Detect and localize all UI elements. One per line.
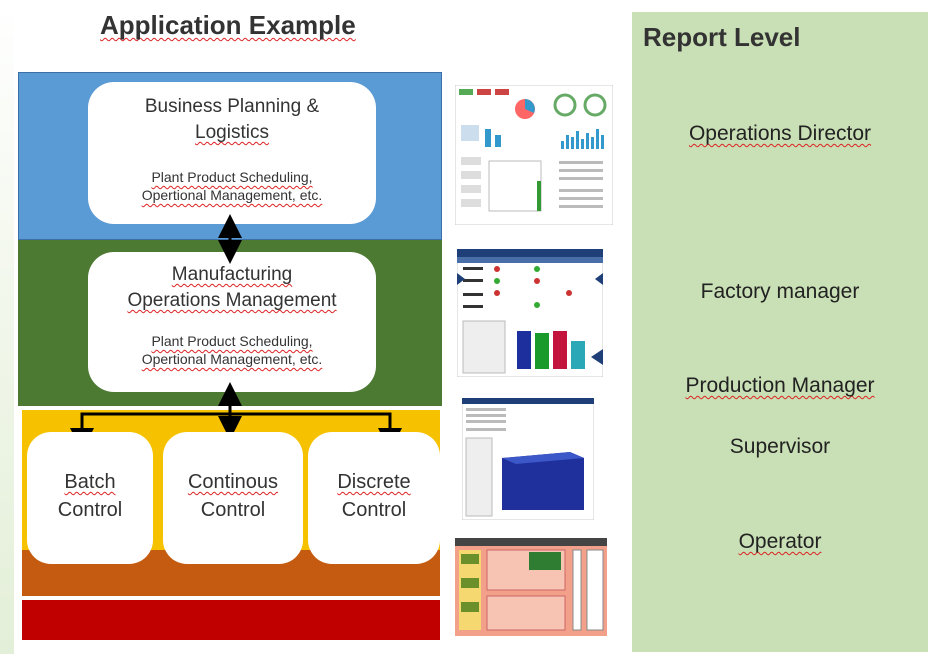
role-operator: Operator (632, 530, 928, 554)
role-label: Operator (738, 530, 822, 553)
control-label: Batch (64, 471, 116, 493)
card-heading: Manufacturing (171, 264, 293, 285)
role-operations-director: Operations Director (632, 122, 928, 146)
dashboard-thumbnail-1 (455, 85, 613, 225)
business-planning-card: Business Planning & Logistics Plant Prod… (88, 82, 376, 224)
role-label: Production Manager (685, 374, 875, 397)
continous-control-card: Continous Control (163, 432, 303, 564)
page-title: Application Example (100, 10, 356, 40)
card-heading: Operations Management (127, 290, 337, 311)
control-label: Control (341, 499, 407, 521)
card-heading: Business Planning & (144, 96, 320, 117)
bottom-band (22, 600, 440, 640)
card-subtext: Plant Product Scheduling, (151, 333, 313, 349)
dashboard-thumbnail-4 (455, 538, 607, 636)
discrete-control-card: Discrete Control (308, 432, 440, 564)
dashboard-thumbnail-3 (462, 398, 594, 520)
role-production-manager: Production Manager (632, 374, 928, 398)
role-supervisor: Supervisor (632, 435, 928, 459)
control-label: Control (57, 499, 123, 521)
role-factory-manager: Factory manager (632, 280, 928, 304)
left-edge-strip (0, 0, 14, 654)
manufacturing-operations-card: Manufacturing Operations Management Plan… (88, 252, 376, 392)
card-subtext: Opertional Management, etc. (141, 351, 323, 367)
role-label: Operations Director (688, 122, 872, 145)
card-heading: Logistics (195, 122, 269, 143)
control-label: Discrete (337, 471, 411, 493)
report-level-panel (632, 12, 928, 652)
control-label: Control (200, 499, 266, 521)
role-label: Factory manager (700, 280, 860, 303)
role-label: Supervisor (729, 435, 831, 458)
card-subtext: Opertional Management, etc. (141, 187, 323, 203)
report-level-title: Report Level (643, 22, 801, 52)
control-label: Continous (187, 471, 279, 493)
dashboard-thumbnail-2 (457, 249, 603, 377)
card-subtext: Plant Product Scheduling, (151, 169, 313, 185)
batch-control-card: Batch Control (27, 432, 153, 564)
